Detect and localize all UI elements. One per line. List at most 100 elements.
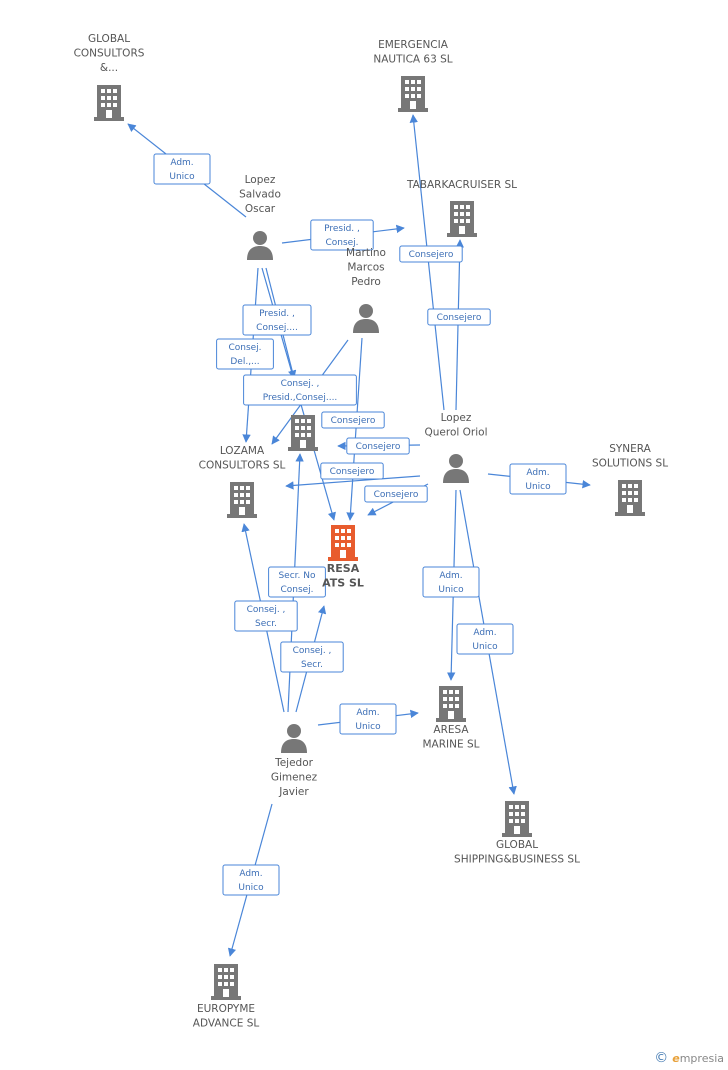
edge-label-text: Presid. ,: [259, 309, 295, 319]
edge-label-box: [456, 623, 514, 655]
edge-label-lopez_querol-aresa_marine[interactable]: Adm.Unico: [422, 566, 480, 598]
building-icon: [227, 482, 257, 518]
building-icon: [211, 964, 241, 1000]
edge-label-box: [153, 153, 211, 185]
edge-label-lopez_querol-unnamed_company[interactable]: Consejero: [346, 437, 410, 455]
building-icon: [502, 801, 532, 837]
edge-label-text: Presid. ,: [324, 224, 360, 234]
edge-label-lopez_querol-lozama[interactable]: Consejero: [320, 462, 384, 480]
node-label: NAUTICA 63 SL: [373, 54, 452, 66]
edge-label-text: Unico: [169, 172, 195, 182]
node-label: ATS SL: [322, 577, 364, 590]
brand-initial: e: [672, 1052, 680, 1065]
node-label: Gimenez: [271, 772, 318, 784]
building-icon: [447, 201, 477, 237]
edge-label-lopez_querol-tabarka[interactable]: Consejero: [427, 308, 491, 326]
building-icon: [94, 85, 124, 121]
edge-label-martino-lozama[interactable]: Consejero: [321, 411, 385, 429]
node-global_consultors[interactable]: GLOBALCONSULTORS&...: [74, 33, 145, 121]
edge-label-box: [509, 463, 567, 495]
node-label: Javier: [278, 786, 309, 798]
edge-label-text: Adm.: [473, 628, 496, 638]
edge-label-lopez_querol-synera[interactable]: Adm.Unico: [509, 463, 567, 495]
edge-label-box: [339, 703, 397, 735]
node-label: Lopez: [245, 174, 276, 186]
edge-label-lopez_salvado-tabarka[interactable]: Presid. , Consej.: [310, 219, 374, 251]
edge-label-text: Secr.: [255, 619, 277, 629]
node-label: &...: [100, 62, 118, 74]
edge-label-box: [364, 485, 428, 503]
edge-label-lopez_querol-global_shipping[interactable]: Adm. Unico: [456, 623, 514, 655]
edge-label-lopez_querol-aresa_boats[interactable]: Consejero: [364, 485, 428, 503]
edge-label-text: Secr. No: [278, 571, 316, 581]
edge-label-box: [399, 245, 463, 263]
building-icon: [615, 480, 645, 516]
building-icon: [436, 686, 466, 722]
node-label: EMERGENCIA: [378, 39, 449, 51]
node-label: Salvado: [239, 189, 281, 201]
edge-label-text: Del.,...: [230, 357, 259, 367]
edge-label-box: [427, 308, 491, 326]
edge-label-box: [321, 411, 385, 429]
node-label: SOLUTIONS SL: [592, 458, 668, 470]
edge-label-lopez_salvado-unnamed_company[interactable]: Consej. ,Presid.,Consej....: [243, 374, 357, 406]
node-label: MARINE SL: [423, 739, 480, 751]
node-label: RESA: [327, 562, 360, 575]
edge-label-text: Consejero: [330, 467, 375, 477]
edge-label-lopez_salvado-global_consultors[interactable]: Adm.Unico: [153, 153, 211, 185]
edge-label-lopez_salvado-lozama[interactable]: Consej. Del.,...: [216, 338, 274, 370]
node-label: Marcos: [347, 262, 384, 274]
edge-label-box: [242, 304, 312, 336]
node-label: Lopez: [441, 412, 472, 424]
edge-line-martino-lozama: [346, 337, 363, 521]
edge-label-box: [346, 437, 410, 455]
node-aresa_boats[interactable]: RESA ATS SL: [322, 525, 364, 590]
node-label: CONSULTORS SL: [199, 460, 286, 472]
edge-label-tejedor-europyme[interactable]: Adm.Unico: [222, 864, 280, 896]
edge-label-text: Consejero: [331, 416, 376, 426]
edge-label-lopez_querol-emergencia[interactable]: Consejero: [399, 245, 463, 263]
edge-label-text: Adm.: [356, 708, 379, 718]
node-label: Tejedor: [274, 757, 314, 769]
node-synera[interactable]: SYNERA SOLUTIONS SL: [592, 443, 668, 516]
node-label: CONSULTORS: [74, 48, 145, 60]
edge-label-box: [222, 864, 280, 896]
edge-label-text: Consej.: [325, 238, 358, 248]
node-label: LOZAMA: [220, 445, 265, 457]
edge-label-text: Consej.: [280, 585, 313, 595]
edge-label-tejedor-unnamed_company[interactable]: Secr. No Consej.: [268, 566, 326, 598]
focus-building-icon: [328, 525, 358, 561]
edge-label-text: Unico: [472, 642, 498, 652]
edge-label-tejedor-aresa_marine[interactable]: Adm.Unico: [339, 703, 397, 735]
node-emergencia[interactable]: EMERGENCIA NAUTICA 63 SL: [373, 39, 453, 112]
building-icon: [288, 415, 318, 451]
copyright-icon: ©: [654, 1050, 669, 1066]
edge-label-text: Unico: [525, 482, 551, 492]
edge-label-text: Consej.: [228, 343, 261, 353]
edge-label-lopez_salvado-aresa_boats[interactable]: Presid. , Consej....: [242, 304, 312, 336]
edge-label-text: Adm.: [239, 869, 262, 879]
edge-label-tejedor-aresa_boats[interactable]: Consej. ,Secr.: [280, 641, 344, 673]
edge-label-text: Consejero: [409, 250, 454, 260]
person-icon: [443, 454, 469, 483]
edge-label-box: [234, 600, 298, 632]
node-lozama[interactable]: LOZAMA CONSULTORS SL: [199, 445, 286, 518]
edge-label-text: Consejero: [374, 490, 419, 500]
edge-label-tejedor-lozama[interactable]: Consej. ,Secr.: [234, 600, 298, 632]
node-label: SYNERA: [609, 443, 651, 455]
node-label: EUROPYME: [197, 1003, 255, 1015]
person-icon: [281, 724, 307, 753]
node-tabarka[interactable]: TABARKACRUISER SL: [406, 179, 517, 237]
node-unnamed_company[interactable]: [288, 415, 318, 451]
edge-label-box: [216, 338, 274, 370]
edge-label-text: Consej....: [256, 323, 298, 333]
